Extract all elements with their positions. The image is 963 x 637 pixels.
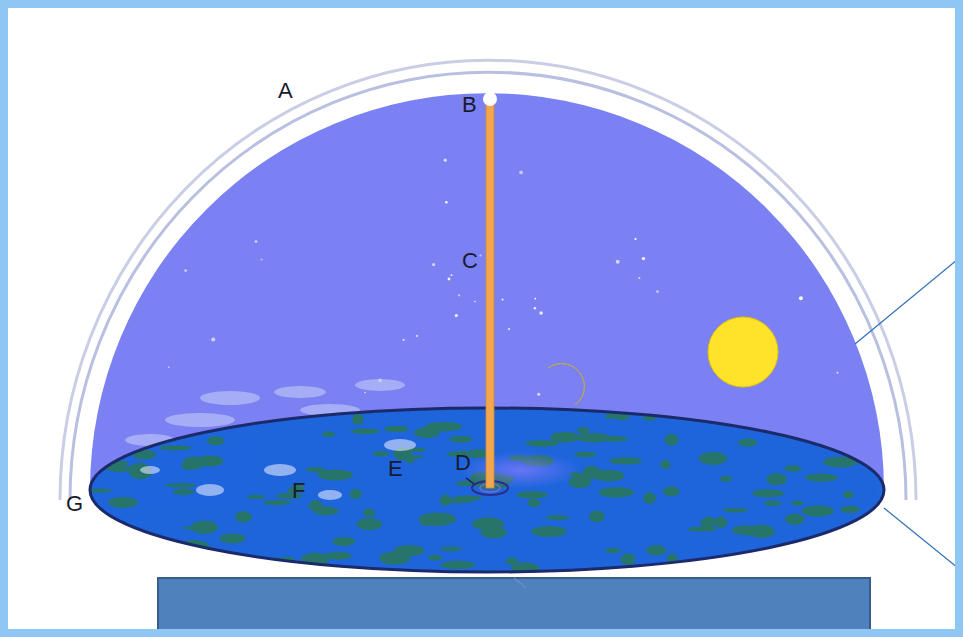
text-panel [158, 578, 870, 637]
callout-line [855, 255, 963, 344]
stars [168, 159, 839, 425]
callout-letter: F [292, 480, 305, 502]
callout-letter: A [278, 80, 293, 102]
pole-star [483, 92, 497, 106]
callout-letter: E [388, 458, 403, 480]
outer-arc [60, 60, 916, 500]
axis-pole [486, 98, 494, 488]
callout-letter: B [462, 94, 477, 116]
disc-clouds [140, 439, 416, 500]
leader-line [466, 478, 474, 484]
panel-mark [514, 578, 526, 588]
callout-letter: G [66, 493, 83, 515]
moon [548, 364, 584, 405]
sun [708, 317, 778, 387]
callout-letter: C [462, 250, 478, 272]
page-frame [4, 4, 959, 633]
callout-letter: D [455, 452, 471, 474]
callout-line [884, 508, 963, 572]
